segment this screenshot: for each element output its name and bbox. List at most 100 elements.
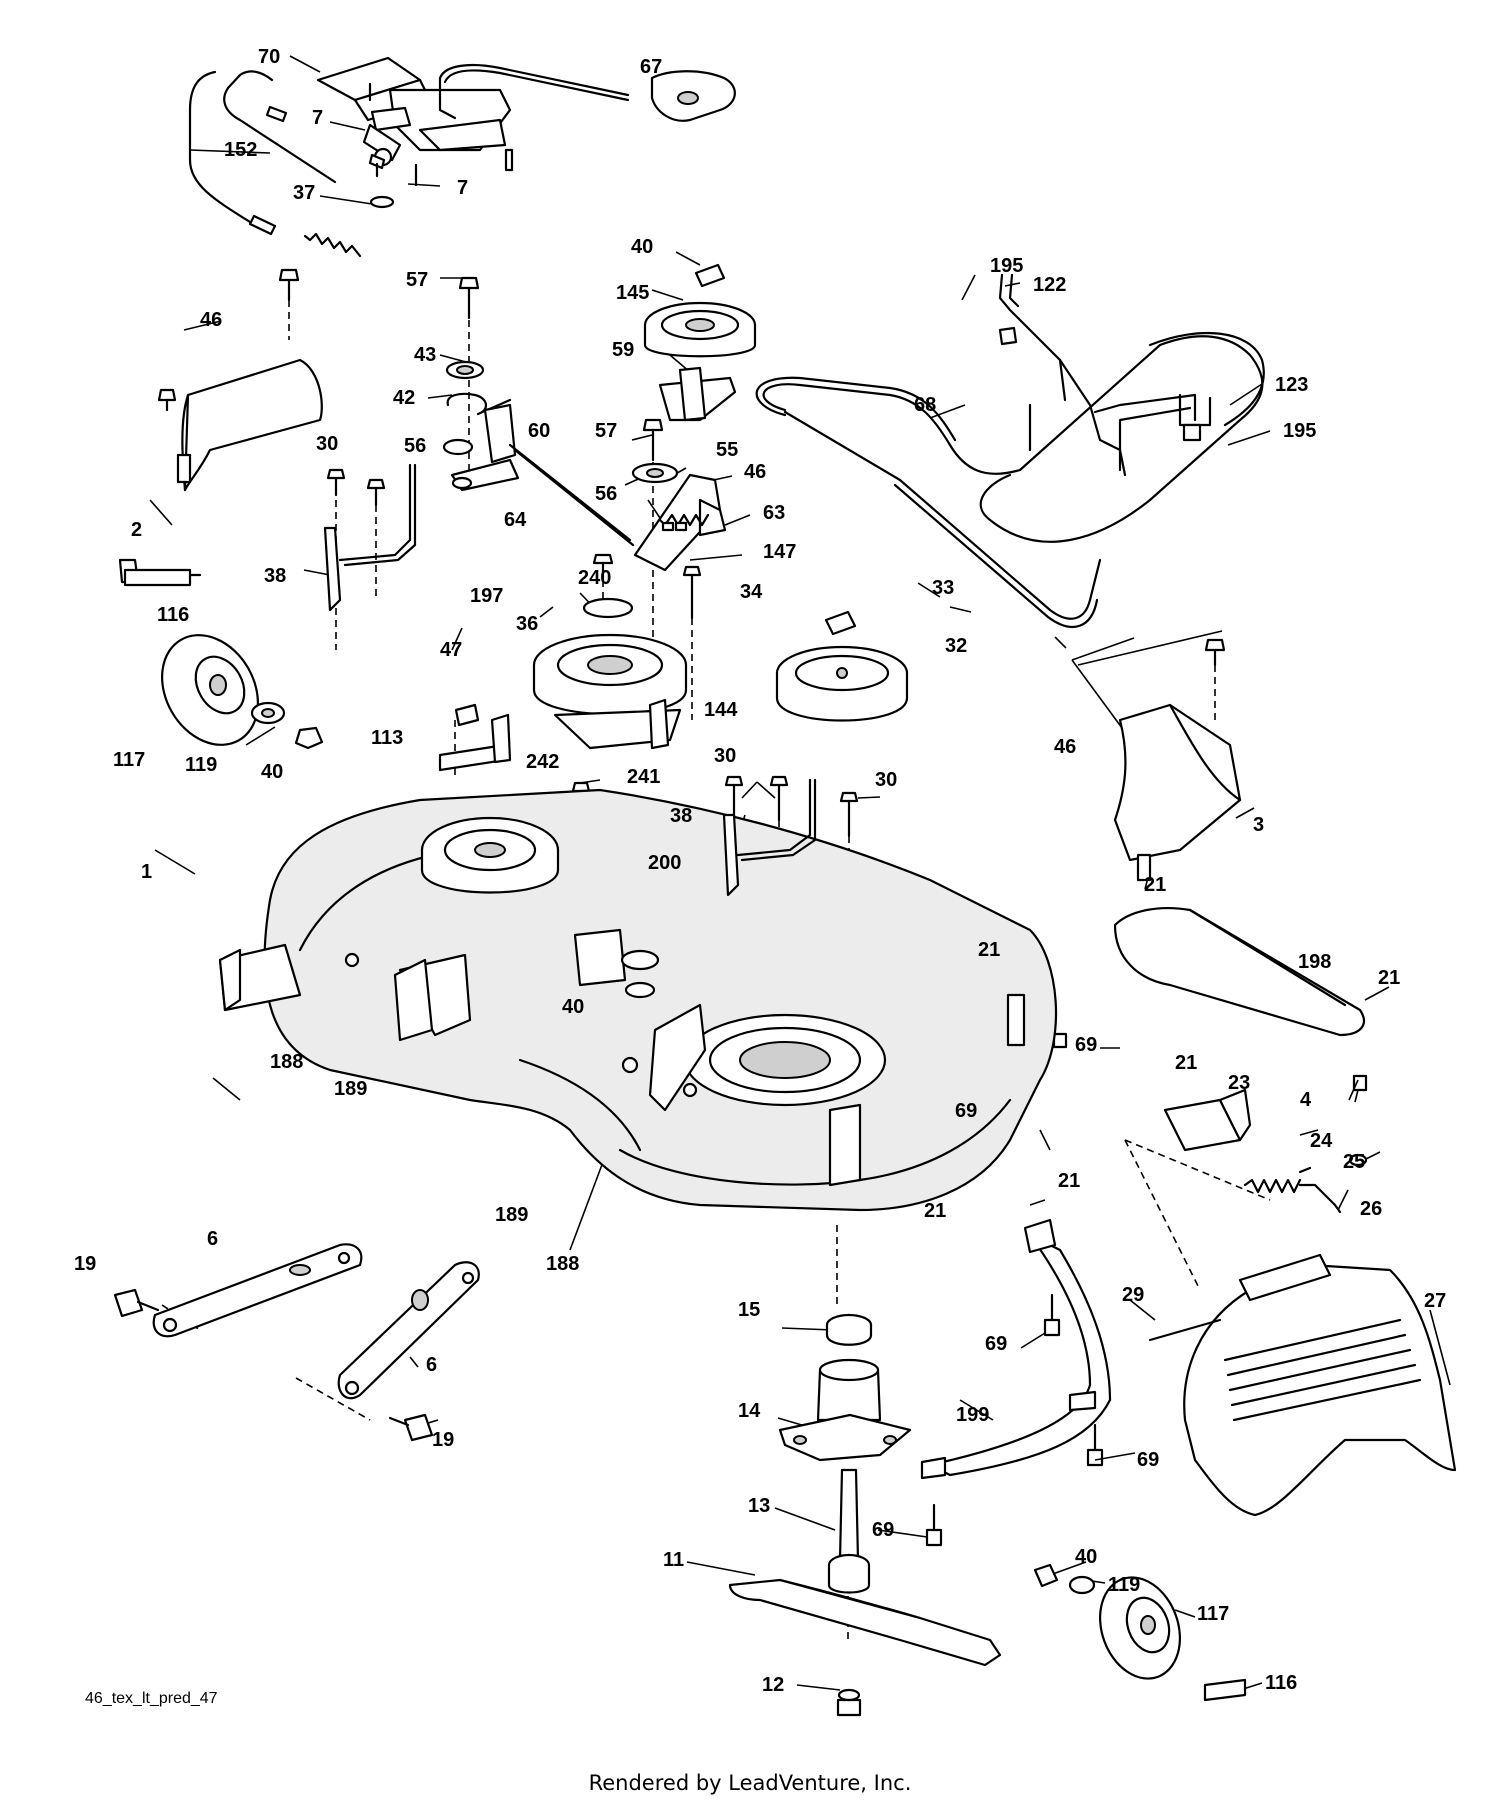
callout-42: 42 xyxy=(393,387,416,409)
callout-116: 116 xyxy=(1265,1672,1298,1694)
callout-40: 40 xyxy=(261,761,284,783)
gauge-wheel-right xyxy=(1033,1563,1247,1702)
callout-11: 11 xyxy=(663,1549,685,1571)
idler-arm-55 xyxy=(631,462,727,572)
callout-60: 60 xyxy=(528,420,551,442)
callout-188: 188 xyxy=(546,1253,580,1275)
callout-119: 119 xyxy=(1108,1574,1141,1596)
callout-46: 46 xyxy=(744,461,767,483)
pulley-36 xyxy=(532,597,688,750)
spindle-assembly xyxy=(778,1313,912,1594)
callout-21: 21 xyxy=(1378,967,1401,989)
callout-43: 43 xyxy=(414,344,437,366)
callout-27: 27 xyxy=(1424,1290,1447,1312)
callout-21: 21 xyxy=(978,939,1001,961)
idler-pulley-145 xyxy=(643,263,757,422)
callout-113: 113 xyxy=(371,727,404,749)
lever-bracket-assembly xyxy=(188,56,736,258)
callout-122: 122 xyxy=(1033,274,1067,296)
callout-56: 56 xyxy=(404,435,427,457)
callout-40: 40 xyxy=(1075,1546,1098,1568)
callout-1: 1 xyxy=(141,861,153,883)
callout-33: 33 xyxy=(932,577,955,599)
callout-21: 21 xyxy=(1058,1170,1081,1192)
callout-117: 117 xyxy=(113,749,146,771)
callout-67: 67 xyxy=(640,56,663,78)
callout-40: 40 xyxy=(562,996,585,1018)
drive-belt xyxy=(755,331,1265,628)
callout-47: 47 xyxy=(440,639,463,661)
callout-119: 119 xyxy=(185,754,218,776)
callout-59: 59 xyxy=(612,339,635,361)
callout-2: 2 xyxy=(131,519,143,541)
callout-147: 147 xyxy=(763,541,797,563)
bracket-47 xyxy=(438,703,512,772)
callout-55: 55 xyxy=(716,439,739,461)
blade-11 xyxy=(728,1578,1002,1717)
callout-144: 144 xyxy=(704,699,738,721)
callout-198: 198 xyxy=(1298,951,1332,973)
callout-200: 200 xyxy=(648,852,682,874)
callout-34: 34 xyxy=(740,581,763,603)
callout-24: 24 xyxy=(1310,1130,1333,1152)
callout-70: 70 xyxy=(258,46,281,68)
callout-26: 26 xyxy=(1360,1198,1383,1220)
callout-69: 69 xyxy=(955,1100,978,1122)
gauge-wheel-left xyxy=(118,558,324,750)
callout-30: 30 xyxy=(714,745,737,767)
callout-30: 30 xyxy=(875,769,898,791)
callout-4: 4 xyxy=(1300,1089,1312,1111)
idler-arm-parts xyxy=(442,360,635,547)
callout-199: 199 xyxy=(956,1404,990,1426)
bracket-198 xyxy=(1113,907,1365,1037)
callout-69: 69 xyxy=(1137,1449,1160,1471)
callout-21: 21 xyxy=(1175,1052,1198,1074)
bracket-6-lower xyxy=(337,1261,480,1442)
callout-38: 38 xyxy=(670,805,693,827)
callout-57: 57 xyxy=(406,269,429,291)
right-deflector-3 xyxy=(1113,703,1242,882)
callout-69: 69 xyxy=(985,1333,1008,1355)
callout-13: 13 xyxy=(748,1495,771,1517)
callout-3: 3 xyxy=(1253,814,1265,836)
callout-38: 38 xyxy=(264,565,287,587)
callout-46: 46 xyxy=(200,309,223,331)
callout-195: 195 xyxy=(990,255,1024,277)
baffle-199 xyxy=(920,1218,1112,1480)
callout-25: 25 xyxy=(1343,1151,1366,1173)
callout-123: 123 xyxy=(1275,374,1309,396)
callout-189: 189 xyxy=(495,1204,529,1226)
link-38-left xyxy=(323,463,417,612)
callout-56: 56 xyxy=(595,483,618,505)
callout-69: 69 xyxy=(872,1519,895,1541)
left-deflector xyxy=(176,358,323,492)
callout-6: 6 xyxy=(207,1228,219,1250)
bracket-23 xyxy=(1163,1088,1368,1214)
callout-15: 15 xyxy=(738,1299,761,1321)
callout-12: 12 xyxy=(762,1674,785,1696)
callout-7: 7 xyxy=(457,177,469,199)
callout-68: 68 xyxy=(914,394,937,416)
callout-46: 46 xyxy=(1054,736,1077,758)
callout-63: 63 xyxy=(763,502,786,524)
footer-credit: Rendered by LeadVenture, Inc. xyxy=(588,1771,912,1795)
diagram-code: 46_tex_lt_pred_47 xyxy=(85,1690,218,1707)
mower-deck-shell xyxy=(218,788,1058,1212)
callout-21: 21 xyxy=(1144,874,1167,896)
callout-30: 30 xyxy=(316,433,339,455)
bracket-6-upper xyxy=(113,1243,363,1338)
callout-241: 241 xyxy=(627,766,661,788)
callout-117: 117 xyxy=(1197,1603,1230,1625)
discharge-chute-27 xyxy=(1148,1253,1457,1517)
callout-19: 19 xyxy=(432,1429,455,1451)
callout-40: 40 xyxy=(631,236,654,258)
callout-152: 152 xyxy=(224,139,258,161)
idler-rods xyxy=(998,273,1212,477)
callout-19: 19 xyxy=(74,1253,97,1275)
link-38-right xyxy=(722,778,817,897)
callout-195: 195 xyxy=(1283,420,1317,442)
callout-64: 64 xyxy=(504,509,527,531)
callout-69: 69 xyxy=(1075,1034,1098,1056)
